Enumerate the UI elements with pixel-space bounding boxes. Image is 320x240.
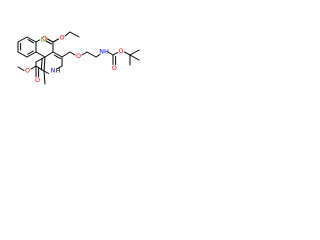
bond [43,70,46,85]
chlorine-label: Cl [40,36,46,44]
bond [124,51,131,56]
bond [112,52,118,56]
bond [35,39,40,43]
carbamate-carbonyl-oxygen-label: O [112,64,117,72]
bond [43,70,49,74]
amide-nh-label: NH [99,48,109,56]
bond [69,31,80,38]
bond [69,51,76,56]
bond [43,56,46,72]
bond-layer [17,31,140,85]
bond [17,36,28,43]
bond [81,51,88,56]
ring-nitrogen-label: N [51,67,56,75]
bond [44,51,54,58]
ring-nh-hydrogen-label: H [56,67,61,75]
bond [57,65,63,70]
bond [129,49,140,56]
bond [52,51,63,58]
carbamate-ester-oxygen-label: O [118,47,123,55]
methyl-ester-oxygen-label: O [25,67,30,75]
bond [17,66,25,71]
bond [53,54,61,60]
bond [95,54,101,58]
bond [35,65,45,72]
bond [35,51,46,58]
bond [40,57,43,71]
bond [17,51,28,58]
bond [35,56,46,63]
bond [86,51,97,58]
ethyl-carbonyl-oxygen-label: O [42,35,47,43]
bond [52,38,59,43]
bond [26,36,37,43]
ether-oxygen-label: O [76,52,81,60]
methyl-carbonyl-oxygen-label: O [35,76,40,84]
bond [64,31,71,37]
ethyl-ester-oxygen-label: O [59,34,64,42]
molecule-svg: Cl O O O O N H O NH O O [17,31,140,85]
bond [107,51,114,56]
bond [30,65,37,70]
bond [47,38,54,43]
bond [26,51,37,58]
atom-label-layer: Cl O O O O N H O NH O O [25,34,124,85]
bond [27,50,34,55]
molecule-diagram: Cl O O O O N H O NH O O [0,0,152,152]
bond [61,51,71,58]
bond [45,40,52,45]
bond [27,39,35,44]
bond [129,54,140,61]
